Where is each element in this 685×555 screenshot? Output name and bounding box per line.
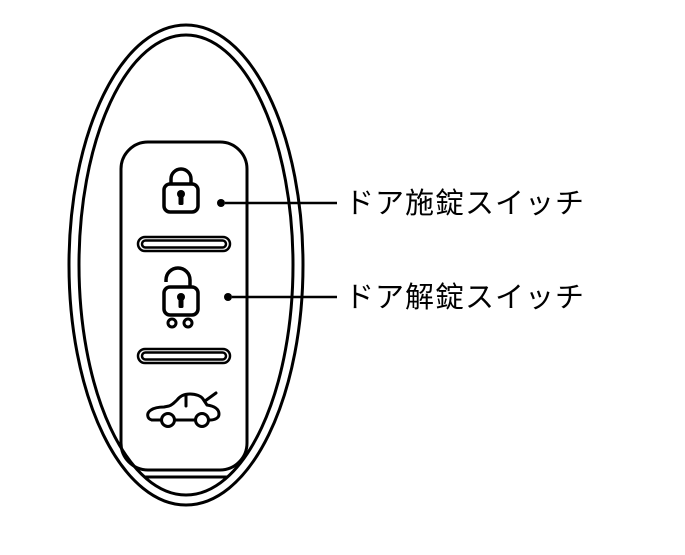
divider-slot-bottom-inner [140,351,228,361]
fob-outer-outline [67,23,305,507]
door-unlock-button [162,266,232,329]
unlock-callout-label: ドア解錠スイッチ [345,280,585,314]
unlock-keyhole [177,293,185,308]
lock-keyhole [177,190,185,205]
lock-pointer-dot [217,199,225,207]
fob-inner-outline [77,33,295,497]
door-lock-button [162,167,225,214]
divider-slot-top-inner [140,239,228,249]
lock-icon [162,167,200,214]
unlock-pointer-dot [224,293,232,301]
button-panel [119,140,249,472]
trunk-button [146,391,221,428]
car-icon [146,391,221,428]
divider-slot-top [136,235,232,253]
divider-slot-bottom [136,347,232,365]
unlock-icon [162,266,200,329]
lock-callout-label: ドア施錠スイッチ [345,186,585,220]
